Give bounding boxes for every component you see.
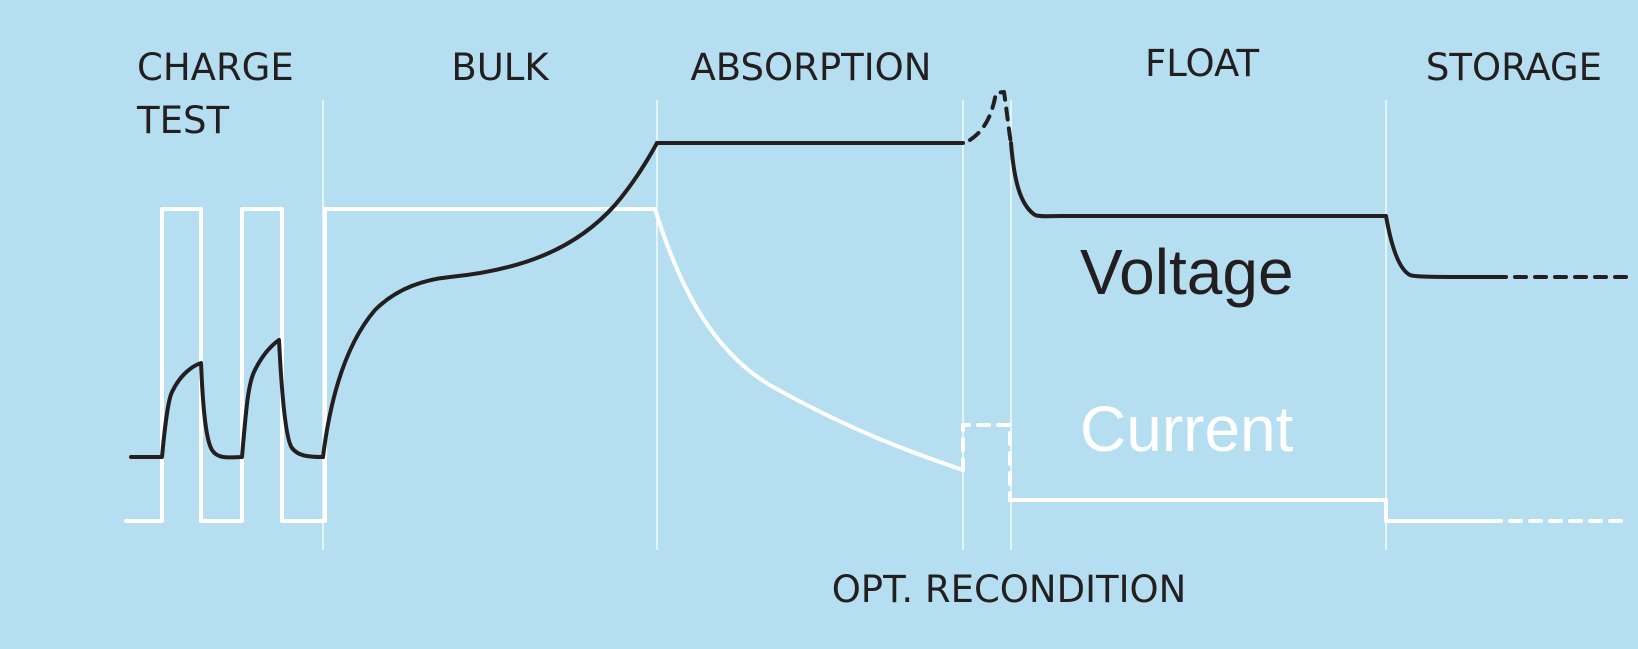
current-recondition-dashed xyxy=(961,423,1012,502)
current-absorption-decay xyxy=(653,207,965,472)
storage-label: STORAGE xyxy=(1426,46,1602,89)
voltage-charge-test xyxy=(129,338,325,460)
phase-dividers xyxy=(322,100,1387,550)
voltage-float xyxy=(1009,141,1497,279)
current-curve xyxy=(124,207,1624,523)
voltage-recondition-dashed xyxy=(968,90,1013,145)
voltage-curve xyxy=(129,90,1628,460)
current-charge-test-pulses xyxy=(124,207,657,523)
current-float-level xyxy=(1008,498,1492,523)
opt-recondition-label: OPT. RECONDITION xyxy=(832,568,1187,611)
bulk-label: BULK xyxy=(451,46,550,89)
voltage-bulk xyxy=(321,141,659,459)
charge-test-label-line2: TEST xyxy=(136,99,229,142)
charge-test-label-line1: CHARGE xyxy=(137,46,294,89)
float-label: FLOAT xyxy=(1145,42,1259,85)
voltage-legend-label: Voltage xyxy=(1080,236,1294,308)
absorption-label: ABSORPTION xyxy=(691,46,932,89)
current-legend-label: Current xyxy=(1080,393,1294,465)
